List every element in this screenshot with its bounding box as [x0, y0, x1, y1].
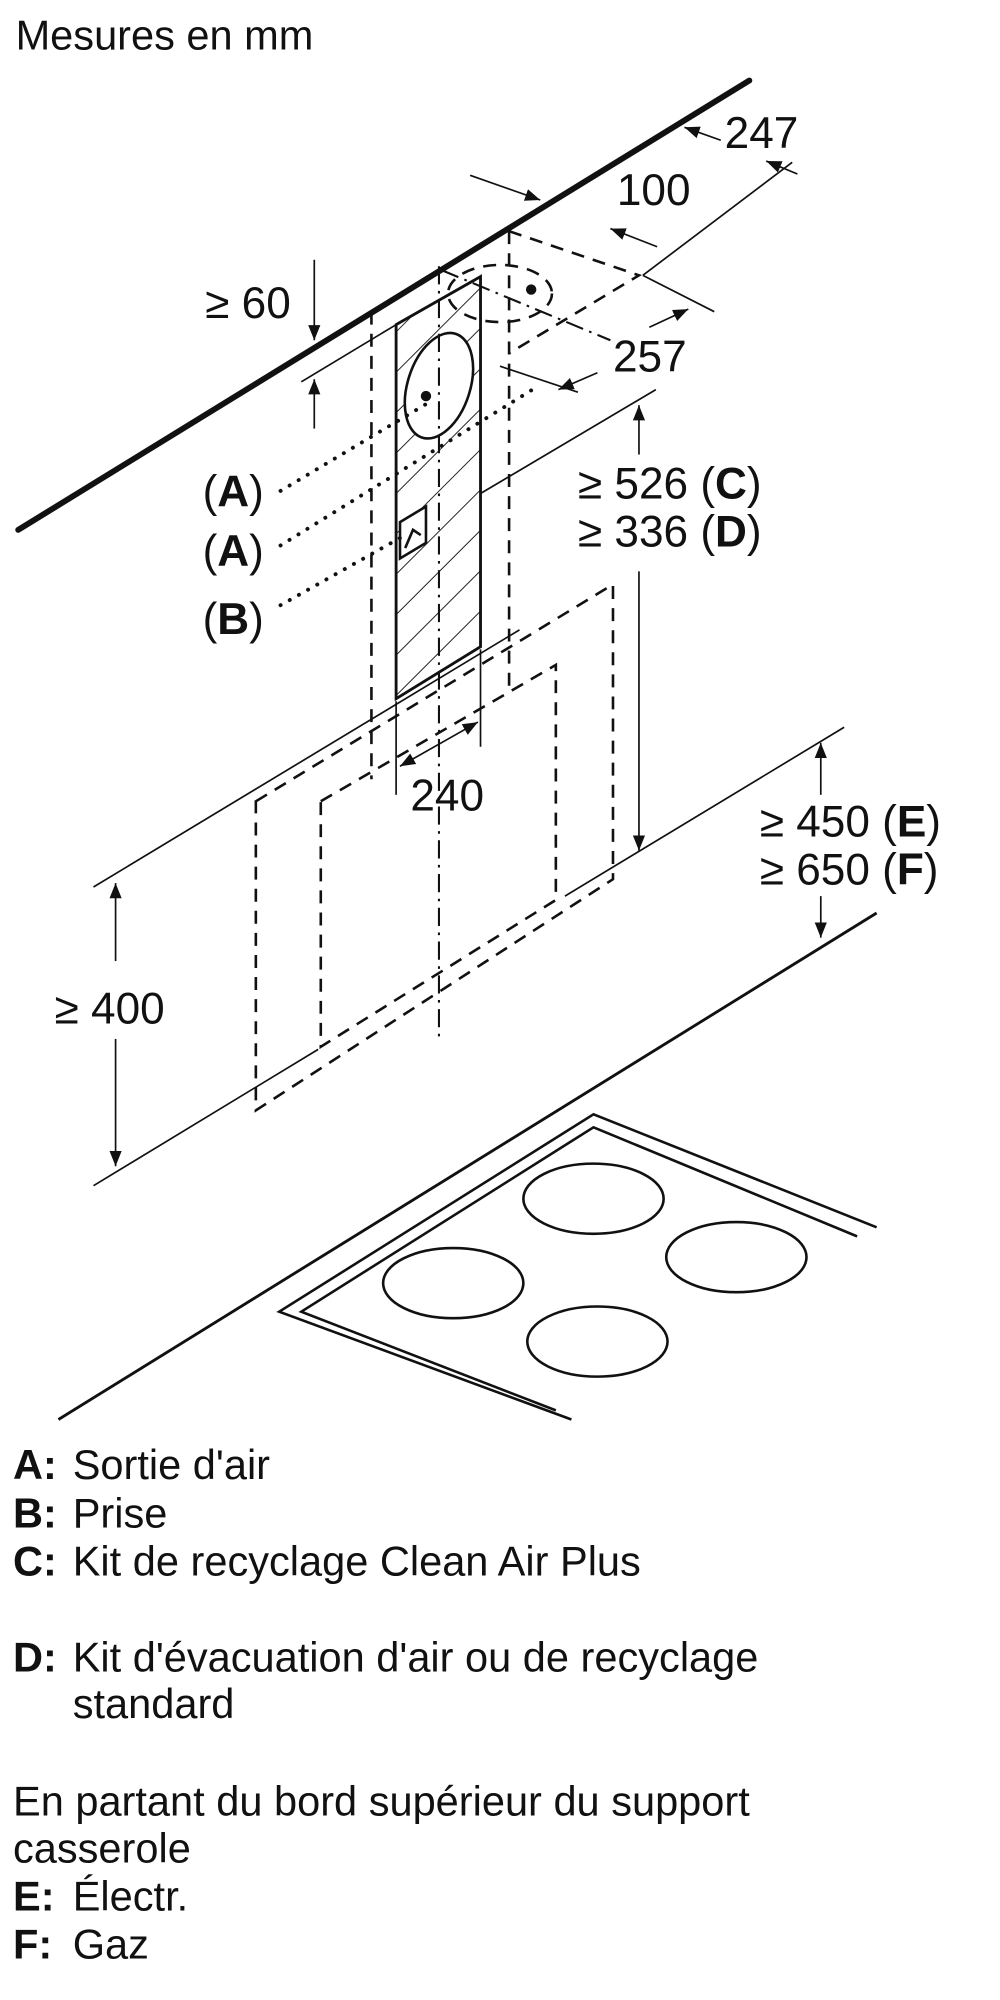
svg-text:F:Gaz: F:Gaz — [13, 1920, 149, 1967]
top-mount-outline — [370, 229, 643, 780]
svg-text:A:Sortie d'air: A:Sortie d'air — [13, 1441, 270, 1488]
dim-247: 247 — [725, 109, 799, 158]
dim-400: ≥ 400 — [55, 984, 165, 1033]
note-line1: En partant du bord supérieur du support — [13, 1778, 750, 1825]
dim-60: ≥ 60 — [205, 279, 291, 328]
callout-a2: (A) — [203, 527, 264, 576]
svg-text:B:Prise: B:Prise — [13, 1489, 167, 1536]
dim-240: 240 — [410, 771, 484, 820]
dimension-lines — [93, 126, 845, 1187]
callout-a1: (A) — [203, 467, 264, 516]
socket-icon — [398, 504, 428, 561]
worktop-line — [57, 911, 878, 1421]
dim-336: ≥ 336 (D) — [578, 508, 762, 557]
svg-text:D:Kit d'évacuation d'air ou de: D:Kit d'évacuation d'air ou de recyclage — [13, 1633, 758, 1680]
cooktop — [276, 1112, 878, 1421]
ceiling-line — [15, 77, 753, 533]
hood-outline — [254, 582, 615, 1113]
dim-257: 257 — [613, 332, 687, 381]
page-title: Mesures en mm — [16, 11, 314, 58]
legend: A:Sortie d'air B:Prise C:Kit de recyclag… — [13, 1441, 758, 1967]
dim-100: 100 — [617, 166, 691, 215]
callout-b: (B) — [203, 595, 264, 644]
svg-text:C:Kit de recyclage Clean Air P: C:Kit de recyclage Clean Air Plus — [13, 1537, 641, 1584]
dim-650: ≥ 650 (F) — [760, 845, 939, 894]
dim-526: ≥ 526 (C) — [578, 460, 762, 509]
note-line2: casserole — [13, 1824, 191, 1871]
svg-text:standard: standard — [73, 1680, 235, 1727]
svg-text:E:Électr.: E:Électr. — [13, 1872, 188, 1919]
dim-450: ≥ 450 (E) — [760, 797, 941, 846]
